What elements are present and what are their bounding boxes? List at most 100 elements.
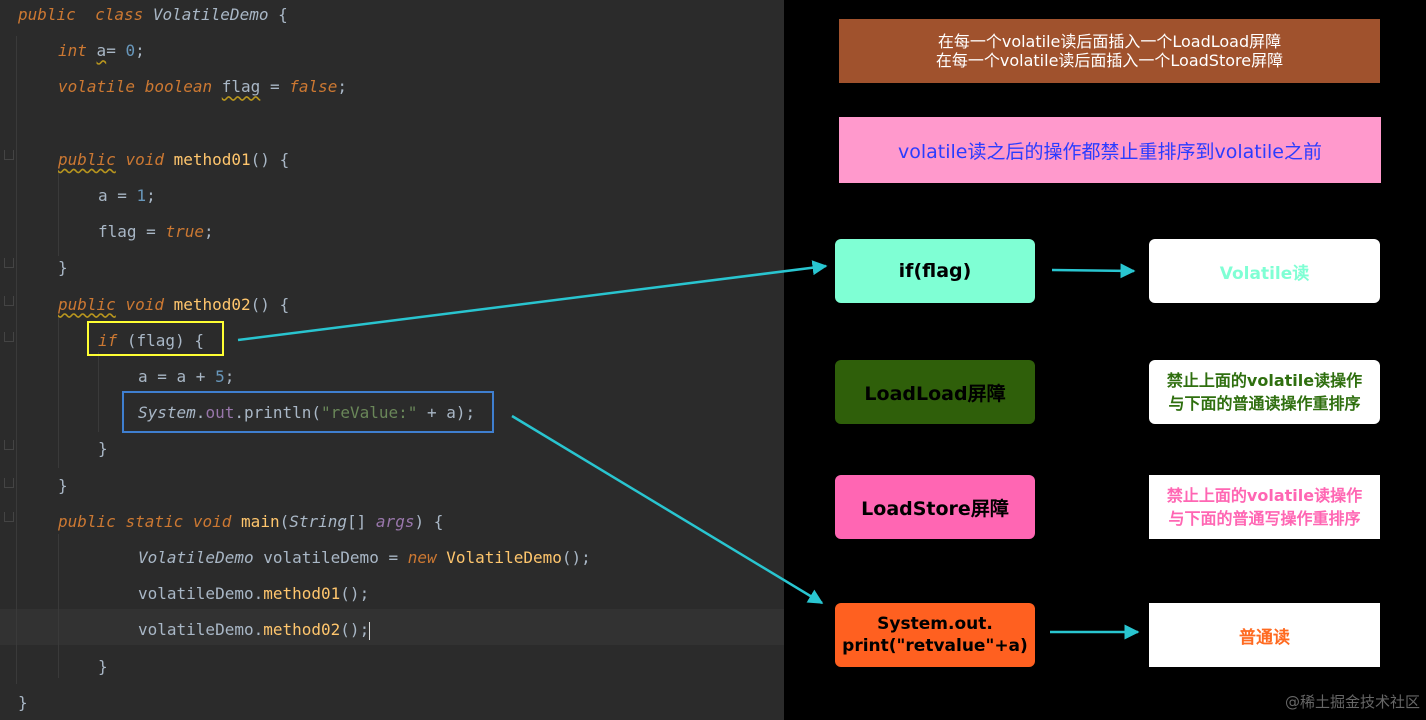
code-token: = (260, 77, 290, 97)
text-cursor (369, 621, 371, 640)
box-sysout: System.out. print("retvalue"+a) (835, 603, 1035, 667)
code-line: flag = true; (98, 217, 214, 247)
code-token: out (205, 403, 235, 423)
code-token: method02 (263, 620, 341, 640)
banner-line-2: 在每一个volatile读后面插入一个LoadStore屏障 (935, 51, 1284, 70)
fold-icon[interactable] (4, 512, 14, 522)
code-token: volatileDemo. (138, 620, 264, 640)
code-token: args (375, 511, 415, 531)
code-token: public (18, 5, 76, 24)
code-token: (); (561, 548, 591, 567)
code-line: } (98, 652, 108, 682)
code-line: a = 1; (98, 181, 156, 211)
arrow-to-volatile-read (1051, 263, 1136, 279)
fold-icon[interactable] (4, 150, 14, 160)
code-token: } (18, 692, 28, 712)
code-token: ( (279, 511, 290, 531)
arrow-if-flag (237, 260, 828, 342)
box-loadload-label: LoadLoad屏障 (864, 382, 1006, 405)
fold-icon[interactable] (4, 258, 14, 268)
code-line: public static void main(String[] args) { (58, 507, 443, 537)
code-token: public (58, 294, 116, 314)
banner-no-reorder: volatile读之后的操作都禁止重排序到volatile之前 (839, 117, 1381, 183)
code-token: = (106, 41, 126, 61)
code-token: } (58, 475, 68, 495)
banner-no-reorder-text: volatile读之后的操作都禁止重排序到volatile之前 (898, 140, 1322, 163)
banner-barrier-insert: 在每一个volatile读后面插入一个LoadLoad屏障 在每一个volati… (839, 19, 1380, 83)
code-token: public (58, 149, 116, 169)
code-token: flag (221, 77, 261, 97)
box-loadload-desc-label: 禁止上面的volatile读操作 与下面的普通读操作重排序 (1166, 371, 1363, 413)
code-token: if (98, 330, 118, 350)
code-token: VolatileDemo (446, 548, 562, 567)
code-line: public void method02() { (58, 290, 289, 320)
code-token: ; (337, 77, 348, 97)
code-line: } (58, 471, 68, 501)
box-volatile-read-label: Volatile读 (1219, 263, 1310, 284)
code-token: a = (98, 186, 137, 205)
banner-line-1: 在每一个volatile读后面插入一个LoadLoad屏障 (937, 32, 1282, 51)
code-token: ; (135, 41, 145, 61)
code-token: a (96, 41, 107, 61)
if-flag-highlight (87, 321, 224, 356)
code-token: System (138, 403, 196, 423)
code-token: flag = (98, 222, 166, 242)
code-token: VolatileDemo (143, 5, 269, 24)
code-token: a = a + (138, 367, 216, 386)
current-line-highlight (0, 609, 784, 645)
code-token: { (268, 5, 288, 24)
code-token: volatileDemo = (253, 548, 408, 567)
code-token: method02 (173, 294, 251, 314)
code-token: ; (224, 367, 235, 386)
code-line: int a= 0; (58, 36, 145, 66)
code-token: void (125, 294, 164, 314)
fold-icon[interactable] (4, 332, 14, 342)
code-token: .println( (234, 403, 322, 423)
indent-guide (58, 534, 59, 678)
code-line: volatileDemo.method02(); (138, 615, 371, 645)
code-line: a = a + 5; (138, 362, 234, 392)
code-line: } (18, 688, 28, 718)
code-token: (); (340, 584, 370, 604)
box-if-flag-label: if(flag) (898, 260, 972, 282)
code-token: () { (250, 294, 290, 314)
code-token: (flag) { (117, 330, 204, 350)
code-token: public (58, 511, 116, 531)
code-token: String (289, 511, 348, 531)
code-editor[interactable]: public class VolatileDemo { int a= 0; vola… (0, 0, 784, 720)
fold-icon[interactable] (4, 296, 14, 306)
indent-guide (58, 316, 59, 468)
code-line: public class VolatileDemo { (18, 0, 288, 30)
code-token: (); (340, 620, 370, 640)
code-line: System.out.println("reValue:" + a); (138, 398, 475, 428)
code-line: volatileDemo.method01(); (138, 579, 369, 609)
code-token: 1 (136, 186, 147, 205)
code-token: void (125, 149, 164, 169)
code-token: () { (250, 149, 290, 169)
code-token: ) { (414, 511, 444, 531)
code-token: . (195, 403, 206, 423)
code-token: volatile (58, 77, 136, 97)
code-token: int (58, 41, 87, 61)
box-normal-read: 普通读 (1149, 603, 1380, 667)
code-token: new (407, 548, 437, 567)
code-token: method01 (173, 149, 251, 169)
code-token: [] (347, 511, 376, 531)
code-line: } (58, 253, 68, 283)
fold-icon[interactable] (4, 478, 14, 488)
code-token: 5 (215, 367, 225, 386)
watermark: @稀土掘金技术社区 (1284, 693, 1420, 711)
code-line: VolatileDemo volatileDemo = new Volatile… (138, 543, 591, 573)
code-token: ; (203, 222, 214, 242)
code-token: static (125, 511, 184, 531)
box-loadstore-desc-label: 禁止上面的volatile读操作 与下面的普通写操作重排序 (1166, 486, 1363, 528)
box-loadstore-desc: 禁止上面的volatile读操作 与下面的普通写操作重排序 (1149, 475, 1380, 539)
box-loadload-barrier: LoadLoad屏障 (835, 360, 1035, 424)
println-highlight (122, 391, 494, 433)
code-token: volatileDemo. (138, 584, 264, 604)
box-if-flag: if(flag) (835, 239, 1035, 303)
code-line: public void method01() { (58, 145, 289, 175)
fold-icon[interactable] (4, 440, 14, 450)
code-token: true (165, 222, 204, 242)
